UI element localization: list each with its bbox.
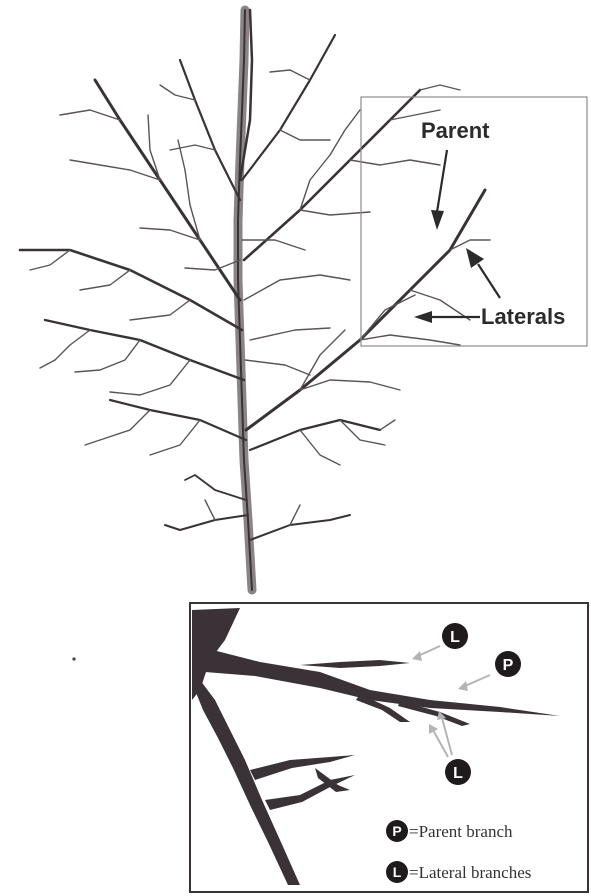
laterals-label: Laterals (481, 304, 565, 329)
parent-label: Parent (421, 118, 490, 143)
svg-text:P: P (503, 657, 514, 674)
scaffold-left-lowest (110, 400, 246, 440)
scaffold-left-top (180, 60, 240, 200)
trunk-sucker-upper (185, 475, 246, 500)
laterals-arrowhead-lower (414, 311, 432, 323)
lateral-badge-lower: L (445, 759, 471, 785)
svg-text:L: L (453, 765, 463, 782)
svg-text:L: L (450, 629, 460, 646)
svg-text:=Parent branch: =Parent branch (409, 822, 513, 841)
scaffold-right-top (242, 35, 335, 180)
svg-text:P: P (392, 823, 401, 839)
parent-arrowhead (431, 210, 444, 230)
svg-text:=Lateral branches: =Lateral branches (409, 863, 531, 882)
parent-arrow (437, 150, 447, 212)
parent-badge: P (495, 651, 521, 677)
trunk-sucker-right (250, 515, 350, 540)
scaffold-right-low (250, 420, 380, 450)
speck (72, 657, 75, 660)
scaffold-left-low (45, 320, 244, 380)
svg-text:L: L (393, 864, 402, 880)
scaffold-left-upper (95, 80, 240, 300)
laterals-arrowhead-upper (466, 248, 484, 268)
detail-box (190, 603, 588, 892)
trunk-sucker-left (165, 515, 248, 530)
lateral-badge-upper: L (442, 623, 468, 649)
laterals-arrow-upper (478, 264, 500, 298)
scaffold-right-upper (244, 90, 420, 260)
